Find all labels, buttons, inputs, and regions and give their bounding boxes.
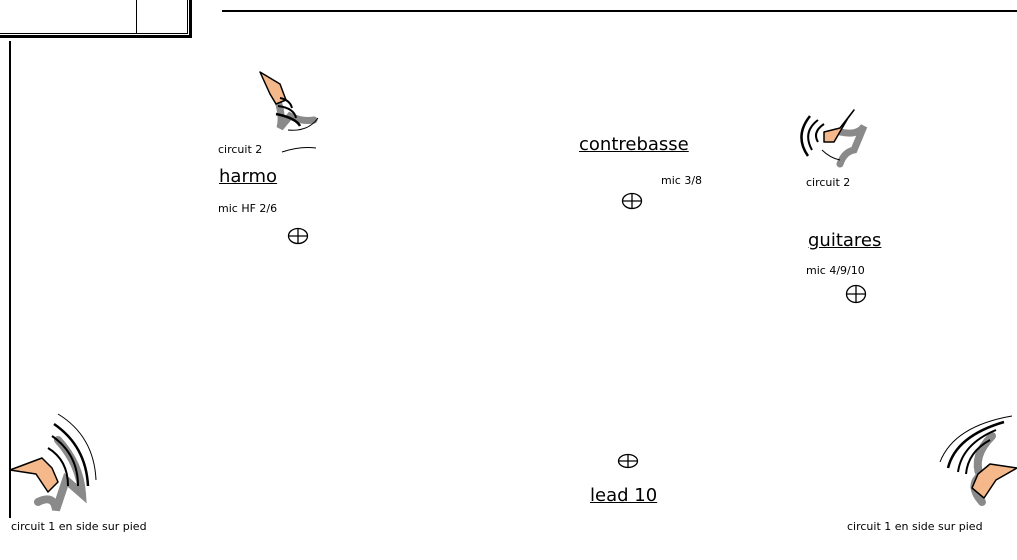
contrebasse-title: contrebasse <box>579 134 689 155</box>
speaker-icon <box>259 71 319 131</box>
stage-back-line <box>222 10 1017 12</box>
harmo-circuit-label: circuit 2 <box>218 143 263 156</box>
guitares-circuit-label: circuit 2 <box>806 176 851 189</box>
circuit-link-line <box>281 147 317 153</box>
stage-left-edge <box>9 41 11 518</box>
mic-symbol-icon <box>845 284 867 304</box>
mic-symbol-icon <box>287 227 309 245</box>
speaker-icon <box>800 109 868 168</box>
mic-symbol-icon <box>621 192 643 210</box>
harmo-mic-label: mic HF 2/6 <box>218 202 278 215</box>
stage-frame-outer <box>0 0 192 38</box>
stage-frame-divider <box>136 0 137 34</box>
speaker-icon <box>939 415 1017 506</box>
lead-title: lead 10 <box>590 485 658 506</box>
contrebasse-mic-label: mic 3/8 <box>661 174 703 187</box>
harmo-title: harmo <box>219 166 278 187</box>
side-left-label: circuit 1 en side sur pied <box>11 520 147 533</box>
mic-symbol-icon <box>617 453 639 469</box>
stage-frame-inner <box>0 0 188 34</box>
guitares-mic-label: mic 4/9/10 <box>806 264 865 277</box>
speaker-icon <box>9 413 97 512</box>
guitares-title: guitares <box>808 230 882 251</box>
side-right-label: circuit 1 en side sur pied <box>847 520 983 533</box>
